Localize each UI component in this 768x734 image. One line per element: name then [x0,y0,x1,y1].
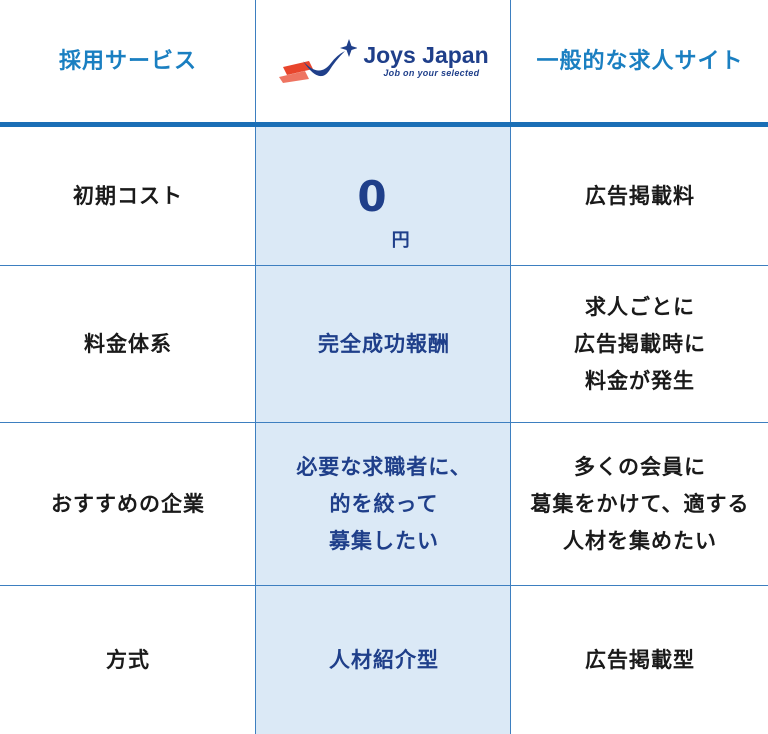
joys-japan-logo-icon [279,39,358,83]
divider-vertical [510,0,511,734]
highlight-column-bg [256,127,511,734]
header-brand: Joys Japan Job on your selected [257,0,511,122]
divider-horizontal [0,265,768,266]
joys-value: 完全成功報酬 [318,331,450,356]
divider-vertical [255,0,256,734]
general-value: 広告掲載料 [585,183,695,208]
row-label: 初期コスト [73,183,183,208]
initial-cost-unit: 円 [391,230,411,251]
general-value: 多くの会員に 葛集をかけて、適する 人材を集めたい [530,454,750,553]
header-divider [0,122,768,127]
brand-logo: Joys Japan Job on your selected [279,39,489,83]
joys-value: 人材紹介型 [329,647,439,672]
header-general-site: 一般的な求人サイト [536,48,744,74]
general-value: 広告掲載型 [585,647,695,672]
header-service: 採用サービス [58,48,197,74]
brand-tagline: Job on your selected [383,68,480,78]
joys-value: 必要な求職者に、 的を絞って 募集したい [296,454,472,553]
divider-horizontal [0,585,768,586]
general-value: 求人ごとに 広告掲載時に 料金が発生 [574,294,706,393]
brand-name: Joys Japan [363,42,489,68]
initial-cost-value: 0 [357,171,388,221]
divider-horizontal [0,422,768,423]
row-label: 料金体系 [84,331,172,356]
row-label: おすすめの企業 [51,491,205,516]
row-label: 方式 [106,647,150,672]
